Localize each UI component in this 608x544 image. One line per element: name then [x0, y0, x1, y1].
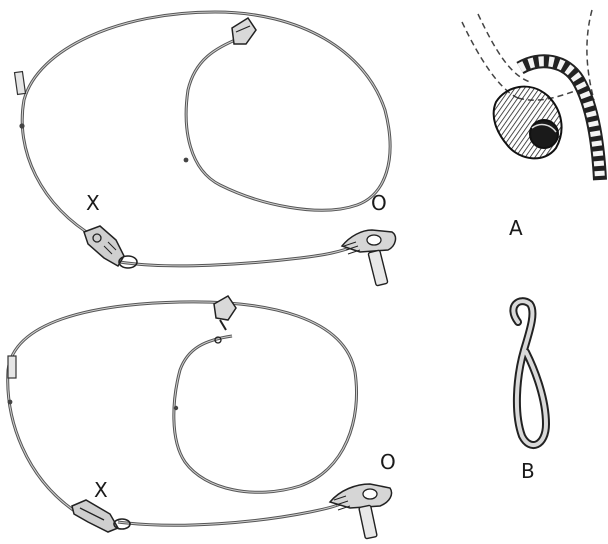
top-end-x-label: X [86, 193, 100, 213]
top-snare [15, 12, 396, 286]
detail-b-label: B [521, 461, 535, 481]
detail-a-knot [462, 10, 600, 180]
bottom-o-fitting [330, 484, 392, 539]
bottom-outer-loop [8, 302, 357, 512]
top-end-o-label: O [371, 193, 387, 213]
top-ferrule-sleeve [15, 72, 26, 95]
bottom-end-o-label: O [380, 452, 396, 472]
top-outer-loop [22, 12, 390, 238]
bottom-snare [8, 296, 392, 539]
bottom-lock [214, 296, 236, 320]
top-lock [232, 18, 256, 44]
bottom-bottom-wire [118, 500, 350, 525]
top-x-fitting [84, 226, 137, 268]
top-bottom-wire [120, 246, 355, 266]
bottom-end-x-label: X [94, 480, 108, 500]
detail-a-label: A [509, 218, 523, 238]
top-o-fitting [342, 230, 395, 286]
detail-b-hook [513, 301, 546, 445]
bottom-ferrule-sleeve [8, 356, 16, 378]
bottom-x-fitting [72, 500, 130, 532]
